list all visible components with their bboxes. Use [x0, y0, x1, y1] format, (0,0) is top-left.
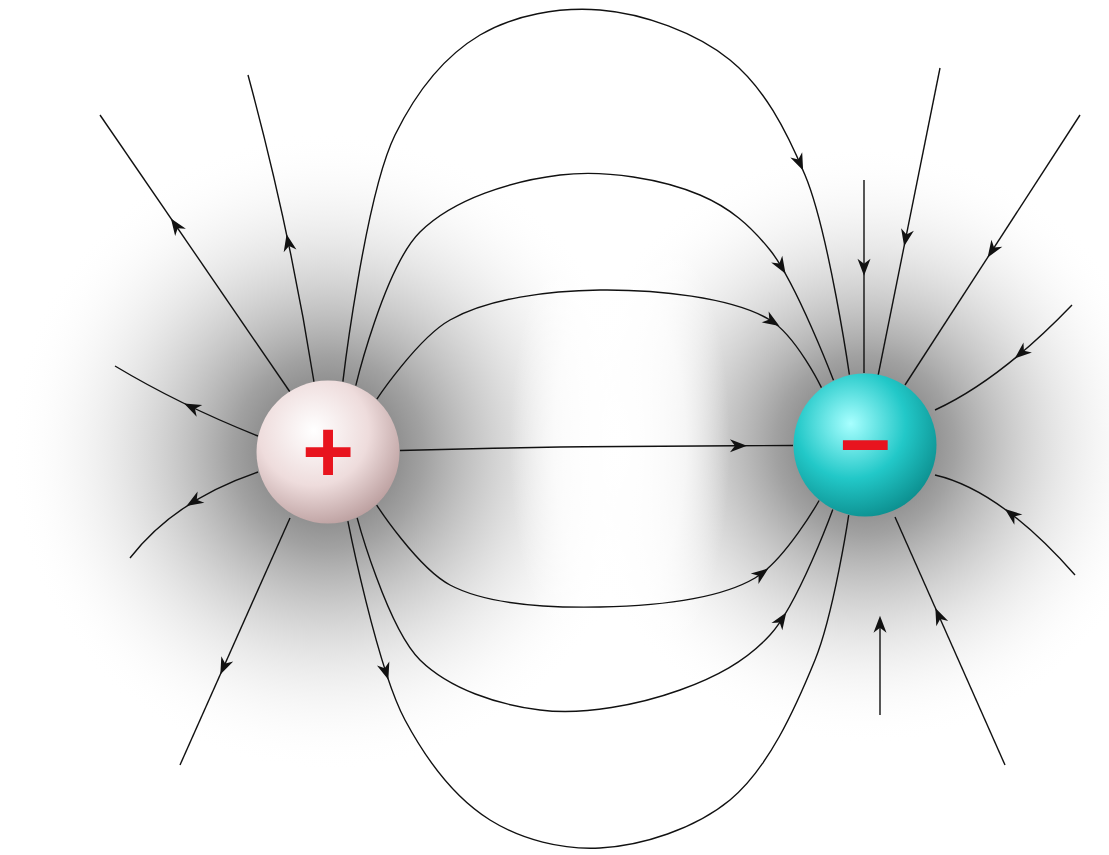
arrowhead	[751, 563, 772, 584]
field-line-path	[343, 9, 849, 381]
arrowhead	[929, 605, 948, 626]
arrowhead	[982, 240, 1002, 261]
field-line-path	[356, 173, 834, 385]
charge-sphere: −	[793, 373, 937, 517]
arrowhead	[874, 616, 887, 633]
arrowhead	[762, 311, 783, 331]
arrowhead	[166, 215, 186, 236]
field-line-path	[377, 500, 819, 607]
field-line	[348, 515, 849, 848]
field-line	[400, 439, 793, 452]
field-line-path	[357, 509, 833, 711]
arrowhead	[790, 152, 809, 173]
arrowhead	[280, 233, 296, 252]
arrowhead	[214, 656, 233, 677]
field-line	[878, 68, 940, 376]
field-line	[863, 180, 864, 373]
field-line	[115, 366, 258, 436]
field-line	[343, 9, 849, 381]
charge-sign: −	[839, 400, 891, 489]
arrowhead	[858, 259, 871, 276]
arrowhead	[183, 492, 204, 512]
field-line	[377, 290, 822, 399]
arrowhead	[730, 439, 747, 452]
arrowhead	[771, 256, 791, 277]
field-line	[905, 115, 1080, 385]
field-line	[180, 518, 290, 765]
field-line	[935, 305, 1072, 410]
field-line	[935, 475, 1075, 575]
arrowhead	[377, 662, 395, 682]
field-line	[248, 75, 314, 382]
field-line	[879, 620, 880, 715]
field-line-path	[348, 515, 849, 848]
sphere	[257, 381, 400, 524]
field-line	[377, 500, 819, 607]
field-line	[357, 509, 833, 711]
field-line-path	[377, 290, 822, 399]
arrowhead	[1011, 343, 1032, 364]
arrowhead	[898, 228, 914, 247]
arrowhead	[1001, 504, 1022, 525]
arrowhead	[771, 609, 791, 630]
charge-sphere: +	[256, 380, 400, 524]
charge-sign: +	[302, 407, 354, 496]
field-line	[356, 173, 834, 385]
field-line	[100, 115, 290, 392]
midfield-glow	[510, 185, 730, 705]
sphere	[794, 374, 937, 517]
field-line	[130, 472, 258, 558]
arrowhead	[181, 398, 202, 417]
field-line	[895, 517, 1005, 765]
